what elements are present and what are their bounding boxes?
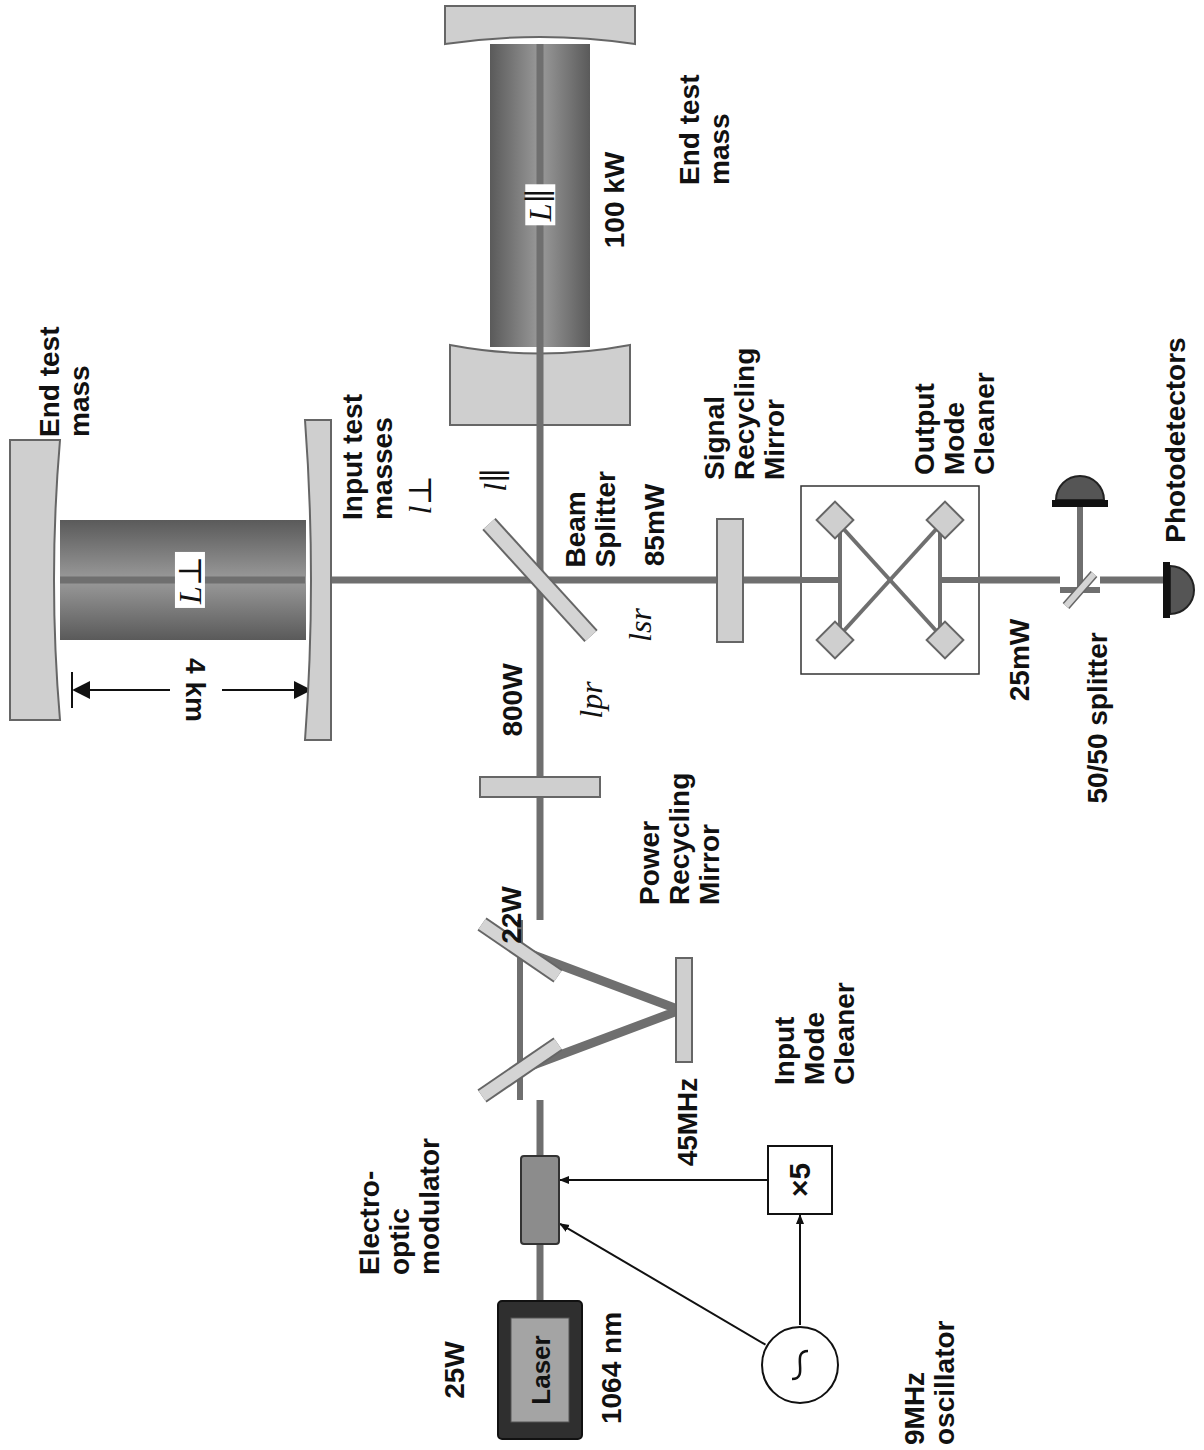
component-label: Electro-optic modulator [355, 1125, 445, 1275]
component-label: Beam Splitter [560, 443, 620, 568]
annotation-label: lpr [575, 681, 605, 718]
component-shape [445, 6, 635, 44]
annotation-label: 100 kW [600, 152, 630, 249]
component-shape [470, 920, 710, 1100]
annotation-label: l⊥ [405, 476, 435, 515]
component-label: End test mass [35, 307, 95, 437]
laser-beam [980, 577, 1060, 584]
edge-label: 22W [497, 886, 527, 944]
laser-beam [744, 577, 800, 584]
output-mode-cleaner: Output Mode Cleaner [800, 485, 980, 675]
component-label: Signal Recycling Mirror [700, 320, 790, 480]
beam-splitter-50-50: 50/50 splitter [1060, 568, 1100, 612]
component-label: ×5 [785, 1163, 815, 1197]
laser-beam [1100, 577, 1163, 584]
annotation-label: 85mW [640, 484, 670, 566]
end-test-mass: End test mass [10, 440, 60, 720]
component-label: Laser [525, 1335, 555, 1404]
component-shape [800, 485, 980, 675]
component-shape [305, 420, 331, 740]
annotation-label: l∥ [480, 468, 510, 492]
component-shape [1163, 550, 1197, 630]
electro-optic-modulator: Electro-optic modulator [520, 1155, 560, 1245]
edge-label: 800W [497, 663, 527, 736]
laser-beam [331, 577, 485, 584]
dimension-tick [71, 672, 73, 708]
component-shape [1060, 568, 1100, 612]
beam-splitter: Beam Splitter [485, 520, 595, 640]
laser-beam [537, 1100, 544, 1155]
power-recycling-mirror: Power Recycling Mirror [479, 776, 601, 798]
signal-recycling-mirror: Signal Recycling Mirror [716, 518, 744, 643]
annotation-label: 25W [440, 1341, 470, 1399]
component-label: 9MHz oscillator [900, 1285, 960, 1445]
photodetector-base [1052, 500, 1108, 507]
component-label: 50/50 splitter [1082, 632, 1112, 803]
photodetector-symbol [1056, 476, 1104, 500]
laser-source: Laser [497, 1300, 583, 1440]
edge-label: L∥ [525, 185, 555, 226]
component-shape [760, 1325, 840, 1405]
laser-beam [537, 44, 544, 520]
edge-label: 45MHz [673, 1078, 703, 1167]
dimension-arrow [74, 689, 170, 691]
component-label: Power Recycling Mirror [635, 745, 725, 905]
component-label: End test mass [675, 55, 735, 185]
annotation-label: 4 km [180, 654, 210, 726]
photodetector: Photodetectors [1163, 550, 1197, 630]
laser-beam [537, 1245, 544, 1300]
beam-line [1077, 507, 1083, 572]
laser-beam [537, 798, 544, 920]
end-test-mass: End test mass [445, 6, 635, 44]
annotation-label: 25mW [1005, 619, 1035, 701]
signal-arrow [799, 1215, 801, 1325]
arm-beam [60, 520, 306, 640]
signal-arrow [560, 1179, 767, 1181]
component-label: Output Mode Cleaner [910, 335, 1000, 475]
laser-beam [537, 640, 544, 776]
annotation-label: 1064 nm [597, 1312, 627, 1424]
component-label: Input Mode Cleaner [770, 945, 860, 1085]
laser-beam [595, 577, 716, 584]
annotation-label: lsr [625, 608, 655, 642]
component-shape [520, 1155, 560, 1245]
component-label: Input test masses [338, 360, 398, 520]
signal-arrow [560, 1224, 766, 1345]
component-label: Photodetectors [1160, 337, 1190, 542]
dimension-arrow [222, 689, 310, 691]
edge-label: L⊥ [175, 552, 205, 608]
frequency-multiplier: ×5 [767, 1145, 833, 1215]
component-shape [10, 440, 60, 720]
component-shape [716, 518, 744, 643]
input-test-mass: Input test masses [305, 420, 331, 740]
oscillator: 9MHz oscillator [760, 1325, 840, 1405]
input-mode-cleaner: Input Mode Cleaner [470, 920, 710, 1100]
component-shape [479, 776, 601, 798]
